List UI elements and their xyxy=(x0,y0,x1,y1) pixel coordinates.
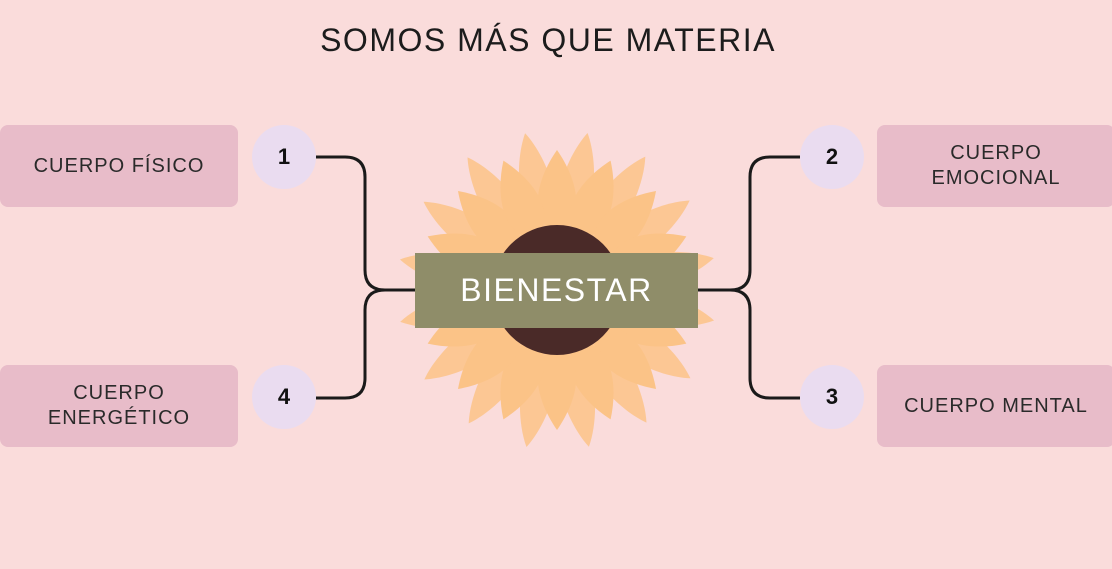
box-cuerpo-energetico: CUERPO ENERGÉTICO xyxy=(0,365,238,447)
connector-right xyxy=(698,155,800,400)
sunflower-petal xyxy=(537,345,577,430)
sunflower-petal xyxy=(458,327,520,389)
center-label-bienestar: BIENESTAR xyxy=(415,253,698,328)
number-circle-4: 4 xyxy=(252,365,316,429)
number-circle-2: 2 xyxy=(800,125,864,189)
number-circle-1: 1 xyxy=(252,125,316,189)
sunflower-petal xyxy=(569,340,614,420)
sunflower-petal xyxy=(537,150,577,235)
connector-left xyxy=(316,155,415,400)
sunflower-petal xyxy=(594,191,656,253)
sunflower-petal xyxy=(458,191,520,253)
number-circle-3: 3 xyxy=(800,365,864,429)
sunflower-petal xyxy=(594,327,656,389)
diagram-title: SOMOS MÁS QUE MATERIA xyxy=(320,22,776,58)
box-cuerpo-fisico: CUERPO FÍSICO xyxy=(0,125,238,207)
box-cuerpo-emocional: CUERPO EMOCIONAL xyxy=(877,125,1112,207)
sunflower-petal xyxy=(500,160,545,240)
box-cuerpo-mental: CUERPO MENTAL xyxy=(877,365,1112,447)
